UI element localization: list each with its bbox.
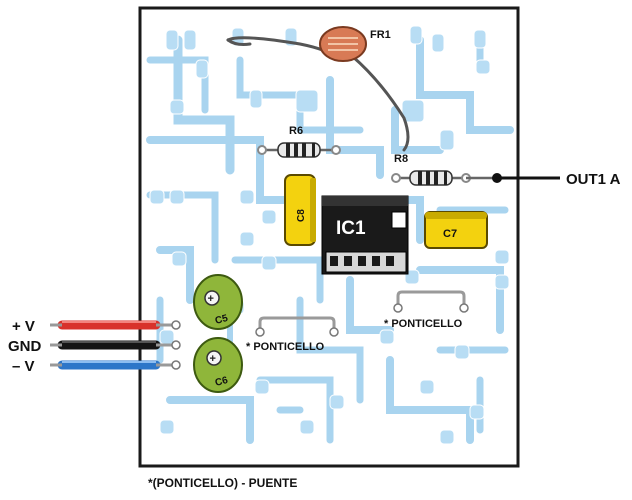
capacitor-c5: + <box>193 274 243 330</box>
wire-gnd <box>50 340 181 350</box>
jumper-left <box>255 316 339 337</box>
vminus-label: – V <box>12 358 35 375</box>
jumper-left-label: * PONTICELLO <box>246 341 325 353</box>
resistor-r6 <box>257 142 341 158</box>
footnote: *(PONTICELLO) - PUENTE <box>148 476 298 490</box>
jumper-right <box>393 290 469 313</box>
wire-vplus <box>50 320 181 330</box>
svg-text:+: + <box>210 353 216 365</box>
svg-text:+: + <box>208 293 214 305</box>
fr1-label: FR1 <box>370 29 391 41</box>
c6-label: C6 <box>214 375 230 389</box>
vplus-label: + V <box>12 318 35 335</box>
jumper-right-label: * PONTICELLO <box>384 318 463 330</box>
c5-label: C5 <box>214 313 230 327</box>
wire-vminus <box>50 360 181 370</box>
ldr-fr1 <box>319 26 367 62</box>
out1a-label: OUT1 A <box>566 171 621 188</box>
capacitor-c7 <box>424 211 488 249</box>
capacitor-c8 <box>284 174 316 246</box>
ic1-label: IC1 <box>336 218 366 239</box>
r6-label: R6 <box>289 125 303 137</box>
gnd-label: GND <box>8 338 42 355</box>
c8-label: C8 <box>296 209 307 222</box>
output-terminal <box>466 173 560 183</box>
r8-label: R8 <box>394 153 408 165</box>
c7-label: C7 <box>443 228 457 240</box>
resistor-r8 <box>391 170 471 186</box>
ic1-chip <box>321 195 409 275</box>
capacitor-c6: + <box>193 337 243 393</box>
